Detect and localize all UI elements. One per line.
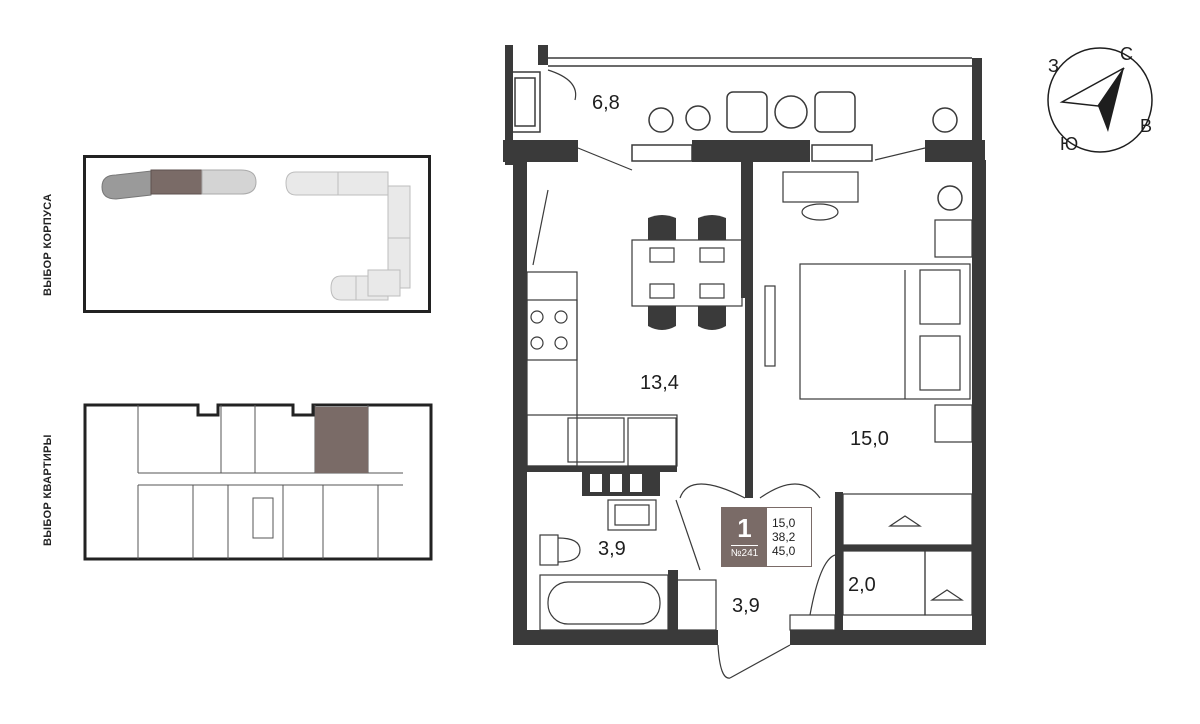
building-section-right[interactable] (285, 171, 411, 301)
wardrobe-area: 2,0 (848, 574, 876, 596)
compass-east: В (1140, 116, 1153, 136)
floor-map (83, 403, 433, 561)
compass-north: С (1120, 44, 1133, 64)
building-section-selected (150, 169, 203, 195)
apartment-selector[interactable] (83, 403, 433, 561)
kitchen-area: 13,4 (640, 372, 679, 394)
building-map (101, 169, 411, 301)
badge-living-area: 15,0 (772, 516, 796, 530)
apartment-selector-label: ВЫБОР КВАРТИРЫ (42, 434, 54, 546)
compass-west: З (1048, 56, 1059, 76)
bathroom-area: 3,9 (598, 538, 626, 560)
walls (503, 45, 986, 645)
compass-rose-icon (1047, 47, 1153, 153)
balcony-area: 6,8 (592, 92, 620, 114)
compass-south: Ю (1060, 134, 1079, 154)
bedroom-area: 15,0 (850, 428, 889, 450)
badge-apartment-number: №241 (730, 545, 759, 559)
building-section-left[interactable] (101, 169, 257, 200)
badge-kitchen-area: 38,2 (772, 530, 796, 544)
compass: С З В Ю (1040, 40, 1170, 160)
apartment-badge: 1 №241 15,0 38,2 45,0 (721, 507, 812, 567)
apartment-selected (315, 407, 368, 473)
hall-area: 3,9 (732, 595, 760, 617)
building-selector[interactable] (83, 155, 431, 313)
badge-rooms-count: 1 (737, 513, 752, 543)
badge-areas: 15,0 38,2 45,0 (767, 508, 811, 566)
building-selector-label: ВЫБОР КОРПУСА (42, 193, 54, 296)
badge-total-area: 45,0 (772, 544, 796, 558)
floor-plan (503, 45, 986, 679)
badge-rooms-block: 1 №241 (722, 508, 767, 566)
